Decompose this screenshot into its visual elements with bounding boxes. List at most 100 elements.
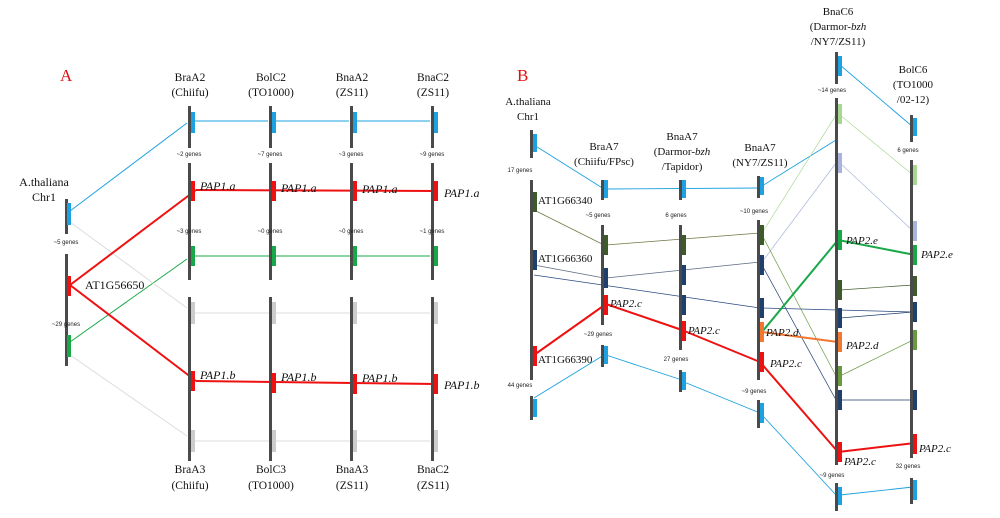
connector-red-pap2c (759, 361, 839, 453)
gene-block (434, 302, 438, 324)
gene-block-at1g56650 (67, 276, 71, 296)
gene-block (191, 246, 195, 266)
gene-block (604, 268, 608, 288)
chromosome-bar (431, 163, 434, 280)
header-bna-a2-strain: (ZS11) (336, 87, 368, 99)
connector-red-pap2c (533, 303, 607, 356)
header-bna-c2-bottom-name: BnaC2 (417, 464, 449, 476)
chromosome-bar (269, 297, 272, 461)
gene-label-pap2e: PAP2.e (920, 249, 953, 261)
connector-blue (839, 486, 914, 496)
gene-count: ~9 genes (742, 389, 767, 395)
gene-block (533, 134, 537, 152)
gene-count: ~5 genes (586, 213, 611, 219)
gene-block (353, 430, 357, 452)
gene-label-pap1a: PAP1.a (199, 179, 235, 193)
gene-count: ~29 genes (52, 322, 80, 328)
gene-block-at1g66390 (533, 346, 537, 366)
chromosome-bar (757, 176, 760, 198)
gene-block (913, 221, 917, 241)
header-bna-a3-name: BnaA3 (336, 464, 369, 476)
gene-block-pap1a (353, 181, 357, 201)
header-bna-a7-dt-strain: (Darmor-bzh (654, 146, 711, 158)
gene-count: ~0 genes (339, 229, 364, 235)
connector-lightgreen (761, 114, 837, 234)
panel-b-label: B (517, 66, 528, 85)
gene-block-pap1b (353, 374, 357, 394)
chromosome-bar (350, 106, 353, 148)
connector-green (69, 258, 188, 343)
chromosome-bar (65, 199, 68, 234)
header-bna-a7-dt-strain-c: /Tapidor) (662, 161, 703, 173)
header-bna-c6-strain-a: (Darmor- (810, 21, 852, 33)
gene-block (913, 165, 917, 185)
gene-block (838, 366, 842, 386)
gene-block (838, 487, 842, 505)
gene-count: ~9 genes (420, 152, 445, 158)
header-at-b-name: A.thaliana (505, 96, 551, 108)
panel-a-genes (67, 112, 438, 452)
connector-blue (69, 122, 188, 212)
chromosome-bar (757, 220, 760, 380)
header-bol-c6-strain-b: /02-12) (897, 94, 930, 106)
gene-block (434, 112, 438, 133)
gene-block (191, 302, 195, 324)
connector-red-pap1a (195, 189, 437, 192)
gene-count: 44 genes (508, 383, 533, 389)
connector-red-pap1a (69, 189, 197, 286)
gene-count: 17 genes (508, 168, 533, 174)
header-bol-c3-name: BolC3 (256, 464, 286, 476)
gene-block (760, 255, 764, 275)
gene-block (682, 235, 686, 255)
gene-block (353, 246, 357, 266)
gene-count: ~9 genes (820, 473, 845, 479)
gene-label-pap2c: PAP2.c (843, 456, 876, 468)
connector-darkgreen (839, 284, 914, 291)
gene-block (682, 372, 686, 390)
gene-block (913, 390, 917, 410)
gene-label-at1g66360: AT1G66360 (538, 253, 593, 265)
gene-block (682, 180, 686, 198)
chromosome-bar (835, 52, 838, 84)
connector-gray (69, 354, 188, 437)
gene-block (760, 403, 764, 423)
gene-block (838, 56, 842, 76)
connector-navy (839, 311, 914, 319)
gene-label-pap2c: PAP2.c (769, 358, 802, 370)
gene-block-pap2e (913, 245, 917, 265)
connector-blue (605, 354, 683, 381)
chromosome-bar (757, 400, 760, 428)
gene-label-pap1a: PAP1.a (280, 181, 316, 195)
header-at-a-name: A.thaliana (19, 175, 69, 189)
gene-label-pap2e: PAP2.e (845, 235, 878, 247)
chromosome-bar (350, 297, 353, 461)
chromosome-bar (65, 254, 68, 366)
gene-count: 6 genes (897, 148, 918, 154)
gene-block (838, 153, 842, 173)
header-bna-a7-dt-name: BnaA7 (666, 131, 698, 143)
gene-block (604, 180, 608, 198)
connector-green-pap2e (837, 239, 916, 256)
header-bna-c6-strain-b: bzh (851, 21, 867, 33)
chromosome-bar (601, 225, 604, 325)
gene-block (913, 480, 917, 500)
gene-label-at1g56650: AT1G56650 (85, 278, 144, 292)
gene-block (272, 302, 276, 324)
gene-count: ~5 genes (54, 240, 79, 246)
gene-block-at1g66340 (533, 192, 537, 212)
connector-navy (761, 264, 837, 401)
gene-block (191, 112, 195, 133)
chromosome-bar (835, 98, 838, 465)
chromosome-bar (188, 297, 191, 461)
header-bna-a7-ny-strain: (NY7/ZS11) (732, 157, 788, 169)
panel-b-genes (533, 56, 917, 505)
header-bol-c6-name: BolC6 (899, 64, 928, 76)
gene-block (67, 335, 71, 357)
connector-navy (533, 274, 761, 309)
gene-count: ~3 genes (177, 229, 202, 235)
gene-label-pap2c: PAP2.c (609, 298, 642, 310)
gene-block (272, 430, 276, 452)
gene-block-pap1b (272, 373, 276, 393)
header-bna-a3-strain: (ZS11) (336, 480, 368, 492)
gene-count: ~14 genes (818, 88, 846, 94)
